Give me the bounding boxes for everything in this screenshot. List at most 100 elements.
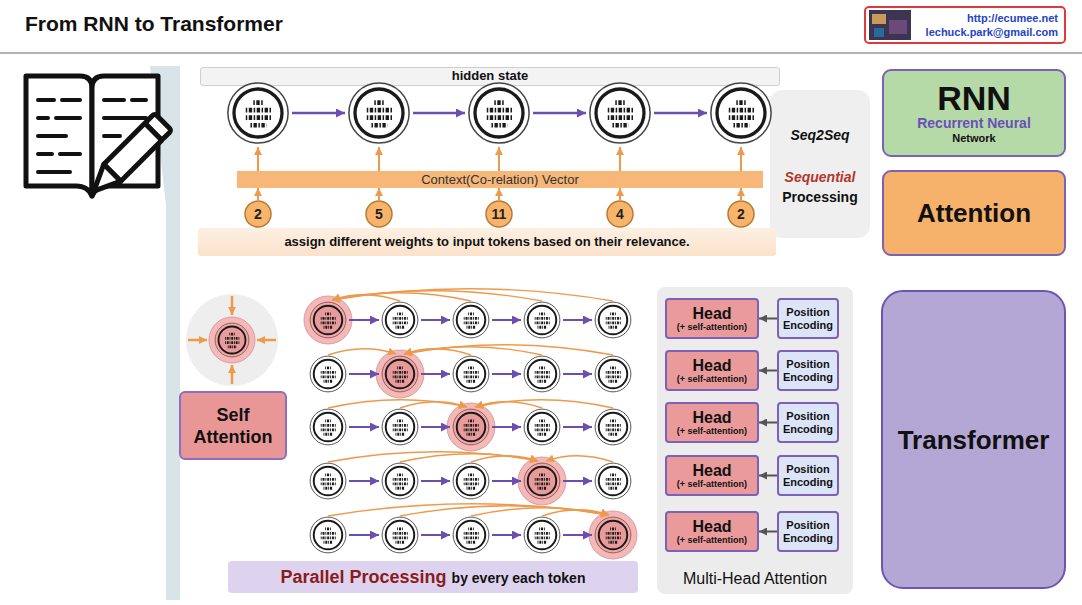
- position-encoding-box: Position Encoding: [777, 511, 839, 552]
- attention-curve: [546, 456, 613, 462]
- attention-curve: [332, 291, 542, 301]
- token-icon: [310, 517, 346, 553]
- token-icon: [524, 302, 560, 338]
- token-icon: [590, 83, 650, 143]
- box-title: Position Encoding: [779, 519, 837, 545]
- box-subtitle: (+ self-attention): [677, 322, 747, 333]
- seq2seq-panel: Seq2SeqSequential Processing: [770, 90, 870, 238]
- sequence-arrow: [421, 534, 450, 536]
- token-icon: [595, 356, 631, 392]
- box-title: Transformer: [898, 425, 1050, 455]
- attention-curve: [404, 345, 613, 355]
- logo-photo: [869, 10, 911, 40]
- url-text: http://ecumee.net: [967, 11, 1058, 25]
- attention-curve: [328, 504, 609, 516]
- attention-curve: [542, 510, 609, 516]
- sequence-arrow: [563, 534, 592, 536]
- box-subtitle: Recurrent Neural Network: [899, 116, 1049, 146]
- callout-number: 11: [492, 206, 507, 222]
- box-subtitle: (+ self-attention): [677, 426, 747, 437]
- connector-arrow: [740, 188, 742, 200]
- sequence-arrow: [563, 319, 592, 321]
- band-text: hidden state: [452, 68, 529, 84]
- token-icon: [524, 517, 560, 553]
- band-text: Context(Co-relation) Vector: [421, 172, 579, 187]
- box-title: Head: [692, 409, 731, 426]
- token-icon: [453, 356, 489, 392]
- sequence-arrow: [492, 373, 521, 375]
- title-rule: [0, 53, 1082, 54]
- weight-circle: 2: [244, 200, 272, 228]
- box-title: Position Encoding: [779, 463, 837, 489]
- sequence-arrow: [654, 112, 707, 115]
- token-grid: [304, 289, 637, 559]
- connector-arrow: [759, 370, 777, 372]
- head-box: Head(+ self-attention): [665, 455, 759, 496]
- weight-circle: 11: [485, 200, 513, 228]
- attention-curve: [400, 506, 609, 516]
- box-title: Position Encoding: [779, 358, 837, 384]
- attention-curve: [328, 349, 396, 355]
- attention-arrow: [257, 339, 276, 342]
- sequence-arrow: [421, 373, 450, 375]
- head-box: Head(+ self-attention): [665, 350, 759, 391]
- logo-image: [869, 10, 911, 40]
- sequence-arrow: [563, 373, 592, 375]
- band-text: by every each token: [452, 567, 586, 589]
- attention-curve: [404, 347, 542, 355]
- panel-heading: Seq2Seq: [790, 125, 849, 145]
- box-subtitle: (+ self-attention): [677, 535, 747, 546]
- token-icon: [524, 356, 560, 392]
- multi-head-panel: Multi-Head AttentionHead(+ self-attentio…: [657, 287, 853, 594]
- context-arrow: [498, 147, 500, 171]
- token-icon: [382, 302, 418, 338]
- token-icon: [382, 409, 418, 445]
- callout-number: 4: [616, 206, 624, 222]
- sequence-arrow: [349, 373, 379, 375]
- sequence-arrow: [421, 480, 450, 482]
- box-title: Self Attention: [185, 404, 281, 448]
- pencil-tip: [85, 164, 120, 199]
- sequence-arrow: [349, 319, 379, 321]
- sequence-arrow: [349, 426, 379, 428]
- circle-shape: [366, 201, 392, 227]
- token-icon: [310, 356, 346, 392]
- logo-photo: [889, 20, 907, 34]
- token-icon: [310, 463, 346, 499]
- attention-curve: [328, 452, 538, 462]
- token-icon: [382, 517, 418, 553]
- context-arrow: [740, 147, 742, 171]
- rnn-box: RNNRecurrent Neural Network: [882, 69, 1066, 157]
- token-icon: [349, 83, 409, 143]
- head-box: Head(+ self-attention): [665, 402, 759, 443]
- attention-box: Attention: [882, 170, 1066, 256]
- token-icon: [310, 409, 346, 445]
- parallel-band: Parallel Processingby every each token: [228, 561, 638, 593]
- sequence-arrow: [349, 534, 379, 536]
- attention-curve: [400, 454, 538, 462]
- attention-arrow: [231, 296, 234, 315]
- circle-shape: [486, 201, 512, 227]
- box-title: Attention: [917, 198, 1031, 228]
- box-title: RNN: [937, 80, 1011, 116]
- sequence-arrow: [492, 426, 521, 428]
- weight-circle: 5: [365, 200, 393, 228]
- token-halo: [376, 350, 424, 398]
- connector-arrow: [378, 188, 380, 200]
- sequence-arrow: [492, 534, 521, 536]
- token-icon: [215, 323, 249, 357]
- position-encoding-box: Position Encoding: [777, 455, 839, 496]
- logo-box: http://ecumee.netlechuck.park@gmail.com: [864, 6, 1066, 44]
- self-attention-box: Self Attention: [179, 391, 287, 460]
- token-icon: [524, 463, 560, 499]
- book-icon: [26, 76, 172, 200]
- band-heading: Parallel Processing: [281, 566, 447, 588]
- token-icon: [382, 463, 418, 499]
- context-arrow: [619, 147, 621, 171]
- attention-curve: [332, 293, 471, 301]
- connector-arrow: [759, 422, 777, 424]
- token-icon: [469, 83, 529, 143]
- circle-shape: [728, 201, 754, 227]
- sequence-arrow: [563, 480, 592, 482]
